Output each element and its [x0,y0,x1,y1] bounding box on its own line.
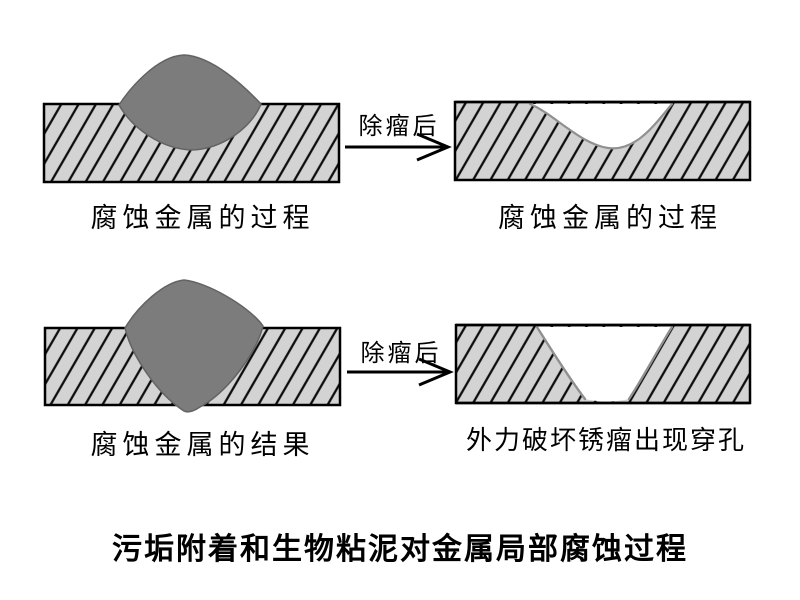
panel-label-bottom-left: 腐蚀金属的结果 [90,430,315,460]
right-arrow-icon-top [345,132,452,162]
right-arrow-icon-bottom [347,357,454,387]
perforation-left-edge [535,325,587,401]
pit-edge [528,102,674,150]
panel-label-top-left: 腐蚀金属的过程 [90,203,315,233]
corrosion-pit [530,104,672,149]
corrosion-tumor-blob [118,54,262,151]
perforation-right-edge [627,325,674,401]
bottom-left-metal-bar-figure [43,279,342,413]
bottom-right-metal-bar-figure [454,323,752,405]
top-left-metal-bar-figure [42,54,341,184]
top-right-metal-bar-figure [453,100,752,182]
figure-caption: 污垢附着和生物粘泥对金属局部腐蚀过程 [112,533,688,566]
panel-label-top-right: 腐蚀金属的过程 [498,203,722,233]
corrosion-tumor-blob-through [124,279,264,413]
panel-label-bottom-right: 外力破坏锈瘤出现穿孔 [465,426,746,455]
